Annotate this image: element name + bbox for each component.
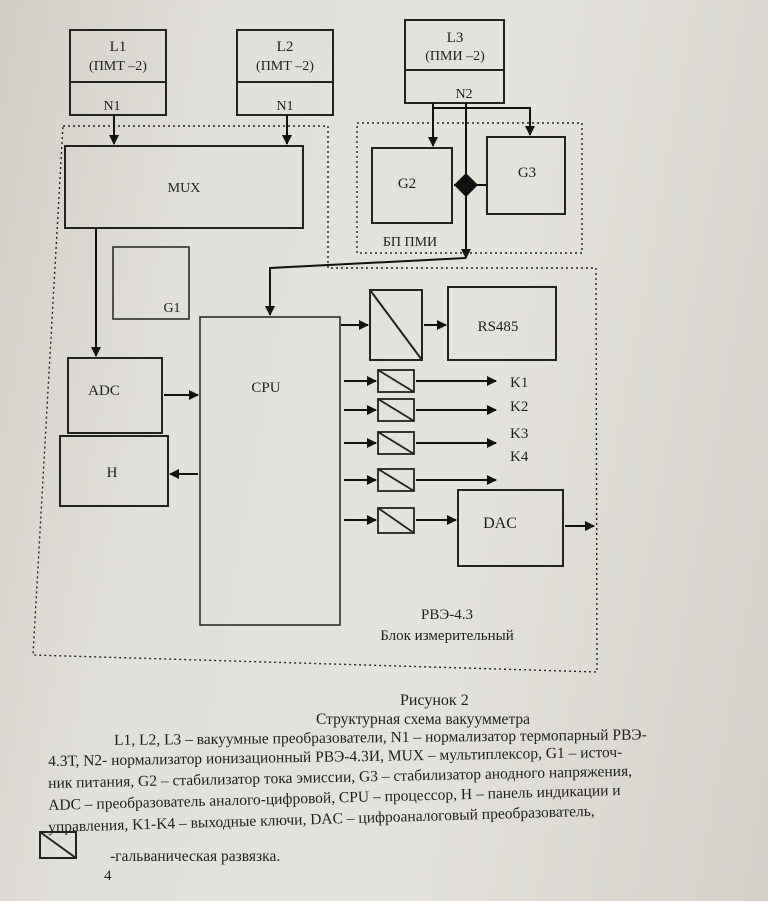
isolation-legend-text: -гальваническая развязка. [110, 848, 281, 865]
isolation-k3 [377, 431, 415, 455]
adc-block [67, 357, 163, 434]
sensor-l2-normalizer: N1 [276, 99, 293, 114]
unit-title: РВЭ-4.3 [421, 607, 473, 623]
mux-block [64, 145, 304, 229]
bp-pmi-outline [356, 122, 583, 254]
isolation-k2 [377, 398, 415, 422]
sensor-l2-type: (ПМТ –2) [256, 59, 314, 74]
page-number: 4 [104, 868, 112, 884]
h-block [59, 435, 169, 507]
key-k3-label: K3 [510, 426, 528, 442]
main-unit-outline [32, 125, 598, 673]
g3-block [486, 136, 566, 215]
unit-subtitle: Блок измерительный [380, 628, 514, 644]
isolation-legend-symbol [39, 831, 77, 859]
sensor-l1-type: (ПМТ –2) [89, 59, 147, 74]
g1-label: G1 [163, 301, 180, 316]
figure-title: Структурная схема вакуумметра [316, 711, 531, 728]
sensor-l2-name: L2 [277, 39, 294, 55]
isolation-k4 [377, 468, 415, 492]
cpu-label: CPU [251, 380, 280, 396]
isolation-dac [377, 507, 415, 534]
sensor-l2 [236, 29, 334, 116]
mux-label: MUX [168, 181, 201, 196]
g1-block [112, 246, 190, 320]
g3-label: G3 [518, 165, 536, 181]
adc-label: ADC [88, 383, 120, 399]
figure-number: Рисунок 2 [400, 692, 469, 709]
h-label: H [107, 465, 118, 481]
sensor-l3-name: L3 [447, 30, 464, 46]
junction-diamond [454, 173, 478, 197]
g2-label: G2 [398, 176, 416, 192]
sensor-l3-normalizer: N2 [455, 87, 472, 102]
key-k4-label: K4 [510, 449, 529, 465]
rs485-label: RS485 [478, 319, 519, 335]
sensor-l1-normalizer: N1 [103, 99, 120, 114]
rs485-block [447, 286, 557, 361]
cpu-block [199, 316, 341, 626]
bp-pmi-label: БП ПМИ [383, 235, 437, 250]
isolation-k1 [377, 369, 415, 393]
dac-block [457, 489, 564, 567]
sensor-l3 [404, 19, 505, 104]
sensor-l3-type: (ПМИ –2) [425, 49, 485, 64]
isolation-rs485 [369, 289, 423, 361]
g2-block [371, 147, 453, 224]
key-k1-label: K1 [510, 375, 528, 391]
dac-label: DAC [483, 515, 517, 532]
key-k2-label: K2 [510, 399, 528, 415]
sensor-l1 [69, 29, 167, 116]
sensor-l1-name: L1 [110, 39, 127, 55]
